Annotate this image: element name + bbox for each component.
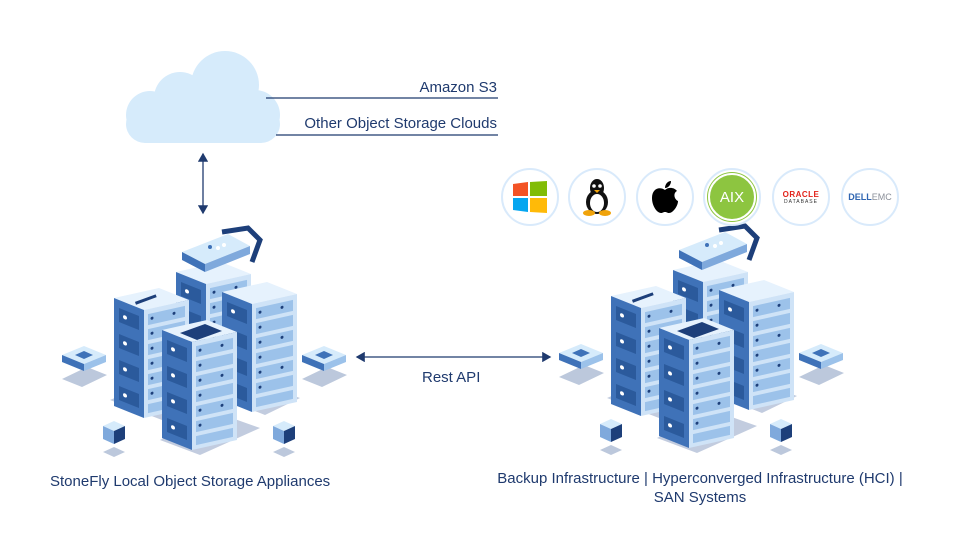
emc-logo-text: EMC [871,192,892,202]
cloud-icon [126,51,280,143]
other-clouds-label: Other Object Storage Clouds [304,115,497,132]
right-server-cluster [559,226,844,455]
amazon-s3-label: Amazon S3 [419,79,497,96]
right-cluster-label-line1: Backup Infrastructure | Hyperconverged I… [497,470,903,487]
oracle-logo-subtext: DATABASE [784,198,818,205]
rest-api-label: Rest API [422,369,481,386]
right-cluster-label-line2: SAN Systems [653,489,747,506]
oracle-database-logo: ORACLE DATABASE [772,168,830,226]
apple-logo [636,168,694,226]
linux-tux-logo [568,168,626,226]
linux-tux-icon [583,179,611,216]
oracle-logo-text: ORACLE [782,189,820,199]
aix-logo: AIX [703,168,761,226]
dell-logo-text: DELL [848,192,872,202]
left-server-cluster [62,228,347,457]
windows-icon [513,181,547,213]
left-cluster-label: StoneFly Local Object Storage Appliances [50,473,331,490]
windows-logo [501,168,559,226]
aix-logo-text: AIX [708,173,756,221]
apple-icon [652,181,678,213]
